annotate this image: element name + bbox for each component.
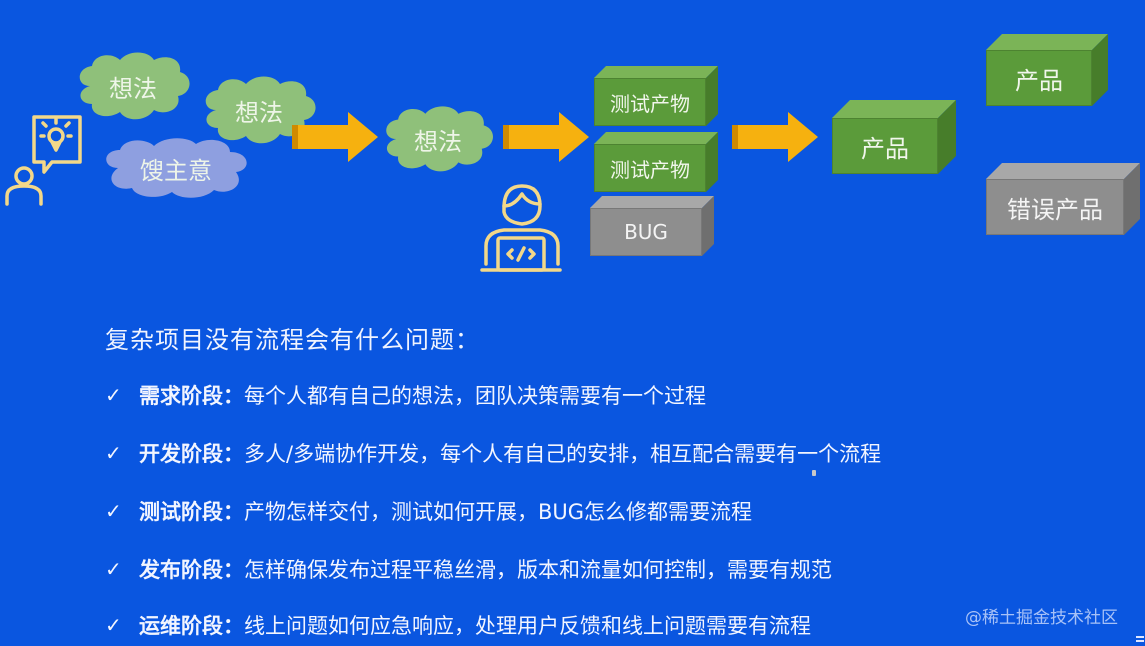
box-label: 测试产物: [594, 78, 706, 126]
stage-description: 每个人都有自己的想法，团队决策需要有一个过程: [244, 384, 706, 408]
cloud-label: 想法: [414, 127, 462, 156]
box-label: 错误产品: [986, 179, 1124, 235]
cloud-label: 想法: [235, 98, 283, 127]
idea-cloud-2: 想法: [198, 74, 320, 146]
stage-label: 测试阶段：: [139, 500, 244, 524]
stage-label: 发布阶段：: [139, 558, 244, 582]
cloud-label: 想法: [109, 74, 157, 103]
arrow-right-icon: [732, 112, 818, 162]
list-item: ✓ 发布阶段： 怎样确保发布过程平稳丝滑，版本和流量如何控制，需要有规范: [105, 554, 832, 584]
box-label: 产品: [832, 118, 938, 174]
arrow-right-icon: [503, 112, 589, 162]
stage-label: 需求阶段：: [139, 384, 244, 408]
stage-description: 产物怎样交付，测试如何开展，BUG怎么修都需要流程: [244, 500, 753, 524]
artifact-box: 测试产物: [594, 66, 718, 126]
stage-label: 开发阶段：: [139, 442, 244, 466]
section-title: 复杂项目没有流程会有什么问题：: [105, 326, 480, 354]
check-icon: ✓: [105, 499, 122, 523]
menu-icon: [1136, 636, 1144, 642]
list-item: ✓ 运维阶段： 线上问题如何应急响应，处理用户反馈和线上问题需要有流程: [105, 610, 811, 640]
box-label: BUG: [590, 208, 702, 256]
check-icon: ✓: [105, 441, 122, 465]
check-icon: ✓: [105, 557, 122, 581]
list-item: ✓ 测试阶段： 产物怎样交付，测试如何开展，BUG怎么修都需要流程: [105, 496, 752, 526]
bad-idea-cloud: 馊主意: [96, 136, 256, 200]
cloud-label: 馊主意: [140, 156, 212, 185]
stage-description: 怎样确保发布过程平稳丝滑，版本和流量如何控制，需要有规范: [244, 558, 832, 582]
check-icon: ✓: [105, 613, 122, 637]
product-box: 产品: [986, 34, 1108, 106]
artifact-box: 测试产物: [594, 132, 718, 192]
stage-label: 运维阶段：: [139, 614, 244, 638]
arrow-right-icon: [292, 112, 378, 162]
watermark: @稀土掘金技术社区: [965, 608, 1118, 628]
box-label: 测试产物: [594, 144, 706, 192]
stage-description: 多人/多端协作开发，每个人有自己的安排，相互配合需要有一个流程: [244, 442, 882, 466]
person-lightbulb-icon: [2, 112, 86, 208]
wrong-product-box: 错误产品: [986, 163, 1140, 235]
idea-cloud-1: 想法: [72, 50, 194, 122]
mouse-cursor: [812, 470, 816, 476]
list-item: ✓ 需求阶段： 每个人都有自己的想法，团队决策需要有一个过程: [105, 380, 706, 410]
stage-description: 线上问题如何应急响应，处理用户反馈和线上问题需要有流程: [244, 614, 811, 638]
idea-cloud-merged: 想法: [376, 104, 500, 174]
box-label: 产品: [986, 50, 1092, 106]
check-icon: ✓: [105, 383, 122, 407]
list-item: ✓ 开发阶段： 多人/多端协作开发，每个人有自己的安排，相互配合需要有一个流程: [105, 438, 881, 468]
bug-box: BUG: [590, 196, 714, 256]
developer-laptop-icon: [478, 178, 564, 276]
product-box: 产品: [832, 100, 956, 174]
